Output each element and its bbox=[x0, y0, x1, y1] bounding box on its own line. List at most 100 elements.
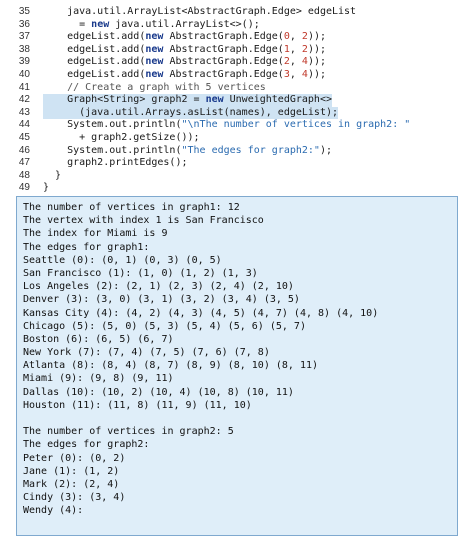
code-text: System.out.println("\nThe number of vert… bbox=[43, 119, 410, 132]
code-token: 3 bbox=[283, 68, 290, 80]
code-token: System.out.println( bbox=[43, 119, 182, 131]
output-line: Mark (2): (2, 4) bbox=[23, 478, 120, 490]
code-token: , bbox=[289, 56, 302, 68]
line-number: 44 bbox=[18, 119, 30, 131]
code-line: 35 java.util.ArrayList<AbstractGraph.Edg… bbox=[0, 6, 475, 19]
code-token: AbstractGraph.Edge( bbox=[163, 31, 284, 43]
code-token: 2 bbox=[301, 31, 308, 43]
output-line: San Francisco (1): (1, 0) (1, 2) (1, 3) bbox=[23, 267, 258, 279]
code-text: + graph2.getSize()); bbox=[43, 131, 200, 145]
code-token: AbstractGraph.Edge( bbox=[163, 43, 284, 55]
code-text: // Create a graph with 5 vertices bbox=[43, 82, 266, 95]
code-text: graph2.printEdges(); bbox=[43, 157, 188, 170]
output-line: Wendy (4): bbox=[23, 505, 84, 517]
output-line: The vertex with index 1 is San Francisco bbox=[23, 215, 264, 227]
code-listing: 35 java.util.ArrayList<AbstractGraph.Edg… bbox=[0, 6, 475, 195]
line-number: 47 bbox=[18, 157, 30, 169]
code-line: 48 } bbox=[0, 170, 475, 183]
output-line: Miami (9): (9, 8) (9, 11) bbox=[23, 373, 174, 385]
output-line: New York (7): (7, 4) (7, 5) (7, 6) (7, 8… bbox=[23, 347, 270, 359]
output-line: Houston (11): (11, 8) (11, 9) (11, 10) bbox=[23, 399, 252, 411]
console-output-box: The number of vertices in graph1: 12 The … bbox=[16, 196, 458, 536]
code-text: } bbox=[43, 182, 49, 195]
code-text: edgeList.add(new AbstractGraph.Edge(2, 4… bbox=[43, 56, 326, 69]
code-token: UnweightedGraph<> bbox=[223, 94, 332, 106]
output-line: Chicago (5): (5, 0) (5, 3) (5, 4) (5, 6)… bbox=[23, 320, 306, 332]
code-token: , bbox=[289, 31, 302, 43]
code-token: 1 bbox=[283, 43, 290, 55]
line-number: 38 bbox=[18, 43, 30, 55]
output-line: The index for Miami is 9 bbox=[23, 228, 168, 240]
code-token: graph2.printEdges(); bbox=[43, 157, 188, 169]
code-token: Graph<String> graph2 = bbox=[43, 94, 206, 106]
output-line: The edges for graph1: bbox=[23, 241, 150, 253]
line-number: 37 bbox=[18, 31, 30, 43]
code-token: edgeList.add( bbox=[43, 56, 146, 68]
code-token: "The edges for graph2:" bbox=[181, 144, 320, 156]
code-token: , bbox=[289, 68, 302, 80]
output-line: Dallas (10): (10, 2) (10, 4) (10, 8) (10… bbox=[23, 386, 294, 398]
output-line: The number of vertices in graph1: 12 bbox=[23, 202, 240, 213]
output-line bbox=[23, 412, 457, 425]
code-line: 36 = new java.util.ArrayList<>(); bbox=[0, 19, 475, 32]
code-text: } bbox=[43, 170, 61, 183]
output-line: Kansas City (4): (4, 2) (4, 3) (4, 5) (4… bbox=[23, 307, 379, 319]
code-line: 40 edgeList.add(new AbstractGraph.Edge(3… bbox=[0, 69, 475, 82]
code-token: } bbox=[43, 169, 62, 181]
output-line: Cindy (3): (3, 4) bbox=[23, 492, 126, 504]
output-line: Peter (0): (0, 2) bbox=[23, 452, 126, 464]
code-line: 44 System.out.println("\nThe number of v… bbox=[0, 119, 475, 132]
line-number: 35 bbox=[18, 6, 30, 17]
highlighted-code-text: (java.util.Arrays.asList(names), edgeLis… bbox=[43, 106, 339, 120]
code-line: 49} bbox=[0, 182, 475, 195]
output-line: Jane (1): (1, 2) bbox=[23, 465, 120, 477]
code-token: new bbox=[145, 68, 164, 80]
output-line: Denver (3): (3, 0) (3, 1) (3, 2) (3, 4) … bbox=[23, 294, 300, 306]
line-number: 40 bbox=[18, 68, 30, 80]
code-token: new bbox=[145, 56, 164, 68]
code-token: , bbox=[289, 43, 302, 55]
code-line: 39 edgeList.add(new AbstractGraph.Edge(2… bbox=[0, 56, 475, 69]
output-line: Los Angeles (2): (2, 1) (2, 3) (2, 4) (2… bbox=[23, 281, 294, 293]
code-token: new bbox=[145, 43, 164, 55]
code-token: edgeList.add( bbox=[43, 68, 146, 80]
line-number: 36 bbox=[18, 18, 30, 30]
line-number: 48 bbox=[18, 169, 30, 181]
code-token: // Create a graph with 5 vertices bbox=[43, 81, 266, 93]
code-token: )); bbox=[307, 43, 327, 55]
code-token: )); bbox=[307, 56, 327, 68]
code-token: + graph2.getSize()); bbox=[43, 131, 200, 143]
code-token: AbstractGraph.Edge( bbox=[163, 56, 284, 68]
code-text: java.util.ArrayList<AbstractGraph.Edge> … bbox=[43, 6, 356, 19]
code-token: 4 bbox=[301, 68, 308, 80]
code-text: edgeList.add(new AbstractGraph.Edge(1, 2… bbox=[43, 44, 326, 57]
code-text: System.out.println("The edges for graph2… bbox=[43, 145, 332, 158]
code-token: "\nThe number of vertices in graph2: " bbox=[181, 119, 411, 131]
line-number: 45 bbox=[18, 131, 30, 143]
output-line: The number of vertices in graph2: 5 bbox=[23, 426, 234, 438]
code-text: = new java.util.ArrayList<>(); bbox=[43, 19, 260, 32]
code-token: new bbox=[205, 94, 224, 106]
code-token: AbstractGraph.Edge( bbox=[163, 68, 284, 80]
code-token: } bbox=[43, 182, 50, 194]
code-line: 42 Graph<String> graph2 = new Unweighted… bbox=[0, 94, 475, 107]
line-number: 46 bbox=[18, 144, 30, 156]
code-token: edgeList.add( bbox=[43, 31, 146, 43]
highlighted-code-text: Graph<String> graph2 = new UnweightedGra… bbox=[43, 94, 332, 107]
line-number: 42 bbox=[18, 94, 30, 106]
code-token: ); bbox=[319, 144, 333, 156]
code-line: 43 (java.util.Arrays.asList(names), edge… bbox=[0, 106, 475, 120]
code-text: edgeList.add(new AbstractGraph.Edge(3, 4… bbox=[43, 69, 326, 82]
code-text: edgeList.add(new AbstractGraph.Edge(0, 2… bbox=[43, 31, 326, 44]
code-line: 37 edgeList.add(new AbstractGraph.Edge(0… bbox=[0, 31, 475, 44]
line-number: 43 bbox=[18, 106, 30, 118]
code-token: = bbox=[43, 18, 92, 30]
code-token: new bbox=[145, 31, 164, 43]
code-token: edgeList.add( bbox=[43, 43, 146, 55]
code-line: 38 edgeList.add(new AbstractGraph.Edge(1… bbox=[0, 44, 475, 57]
output-line: The edges for graph2: bbox=[23, 439, 150, 451]
code-token: )); bbox=[307, 31, 327, 43]
code-token: java.util.ArrayList<>(); bbox=[109, 18, 260, 30]
code-token: 2 bbox=[283, 56, 290, 68]
code-line: 46 System.out.println("The edges for gra… bbox=[0, 145, 475, 158]
